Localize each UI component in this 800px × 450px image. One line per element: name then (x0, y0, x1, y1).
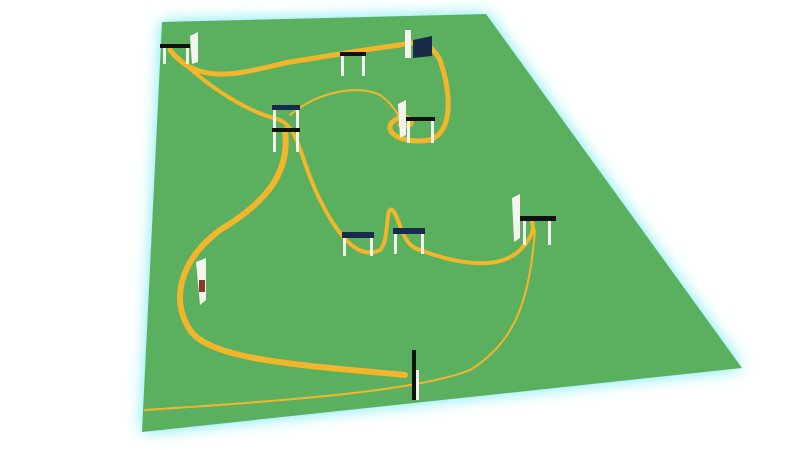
gate (340, 52, 366, 76)
checkered-gate (405, 30, 432, 58)
gate (160, 44, 190, 64)
flag (398, 100, 406, 138)
gate (342, 232, 374, 256)
gate (393, 228, 425, 254)
gate (272, 105, 300, 152)
flag (196, 258, 206, 305)
grass-field (142, 14, 742, 432)
flag (190, 32, 198, 64)
gate (405, 117, 435, 143)
gate (412, 350, 419, 400)
flag (512, 194, 520, 242)
gate (520, 216, 556, 245)
